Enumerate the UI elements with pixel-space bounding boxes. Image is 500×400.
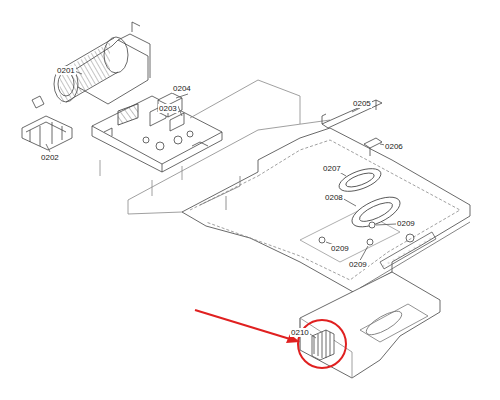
callout-number: 0208 <box>324 193 344 202</box>
callout-number: 0210 <box>290 328 310 337</box>
callout-number: 0209 <box>330 244 350 253</box>
callout-number: 0202 <box>40 153 60 162</box>
callout-number: 0209 <box>396 219 416 228</box>
callout-number: 0205 <box>352 99 372 108</box>
callout-number: 0203 <box>158 104 178 113</box>
callout-number: 0201 <box>56 66 76 75</box>
callout-number: 0204 <box>172 84 192 93</box>
callout-number: 0206 <box>384 142 404 151</box>
callout-number: 0209 <box>348 260 368 269</box>
callout-number: 0207 <box>322 164 342 173</box>
